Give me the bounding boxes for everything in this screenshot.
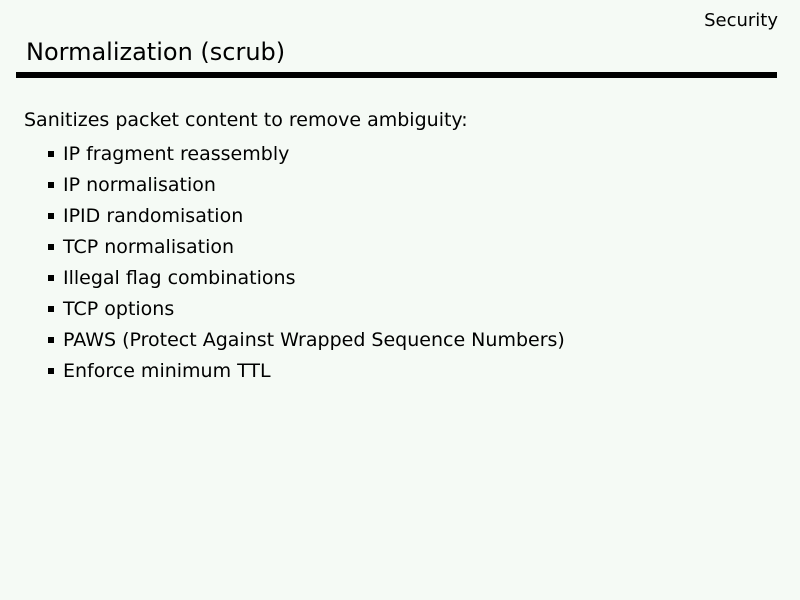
bullet-list: IP fragment reassembly IP normalisation … bbox=[48, 138, 565, 386]
bullet-square-icon bbox=[48, 367, 54, 374]
list-item: PAWS (Protect Against Wrapped Sequence N… bbox=[48, 324, 565, 355]
bullet-text: TCP options bbox=[63, 297, 175, 320]
list-item: Illegal flag combinations bbox=[48, 262, 565, 293]
bullet-text: Illegal flag combinations bbox=[63, 266, 296, 289]
intro-text: Sanitizes packet content to remove ambig… bbox=[24, 109, 468, 131]
bullet-square-icon bbox=[48, 305, 54, 312]
bullet-text: IPID randomisation bbox=[63, 204, 244, 227]
corner-label: Security bbox=[704, 10, 778, 31]
bullet-text: PAWS (Protect Against Wrapped Sequence N… bbox=[63, 328, 565, 351]
list-item: TCP normalisation bbox=[48, 231, 565, 262]
list-item: IP normalisation bbox=[48, 169, 565, 200]
list-item: IP fragment reassembly bbox=[48, 138, 565, 169]
list-item: TCP options bbox=[48, 293, 565, 324]
bullet-text: IP normalisation bbox=[63, 173, 216, 196]
list-item: Enforce minimum TTL bbox=[48, 355, 565, 386]
bullet-text: IP fragment reassembly bbox=[63, 142, 290, 165]
bullet-text: TCP normalisation bbox=[63, 235, 235, 258]
bullet-text: Enforce minimum TTL bbox=[63, 359, 271, 382]
page-title: Normalization (scrub) bbox=[26, 38, 286, 66]
bullet-square-icon bbox=[48, 243, 54, 250]
bullet-square-icon bbox=[48, 336, 54, 343]
list-item: IPID randomisation bbox=[48, 200, 565, 231]
bullet-square-icon bbox=[48, 274, 54, 281]
title-underline-rule bbox=[16, 72, 777, 78]
bullet-square-icon bbox=[48, 212, 54, 219]
bullet-square-icon bbox=[48, 150, 54, 157]
bullet-square-icon bbox=[48, 181, 54, 188]
